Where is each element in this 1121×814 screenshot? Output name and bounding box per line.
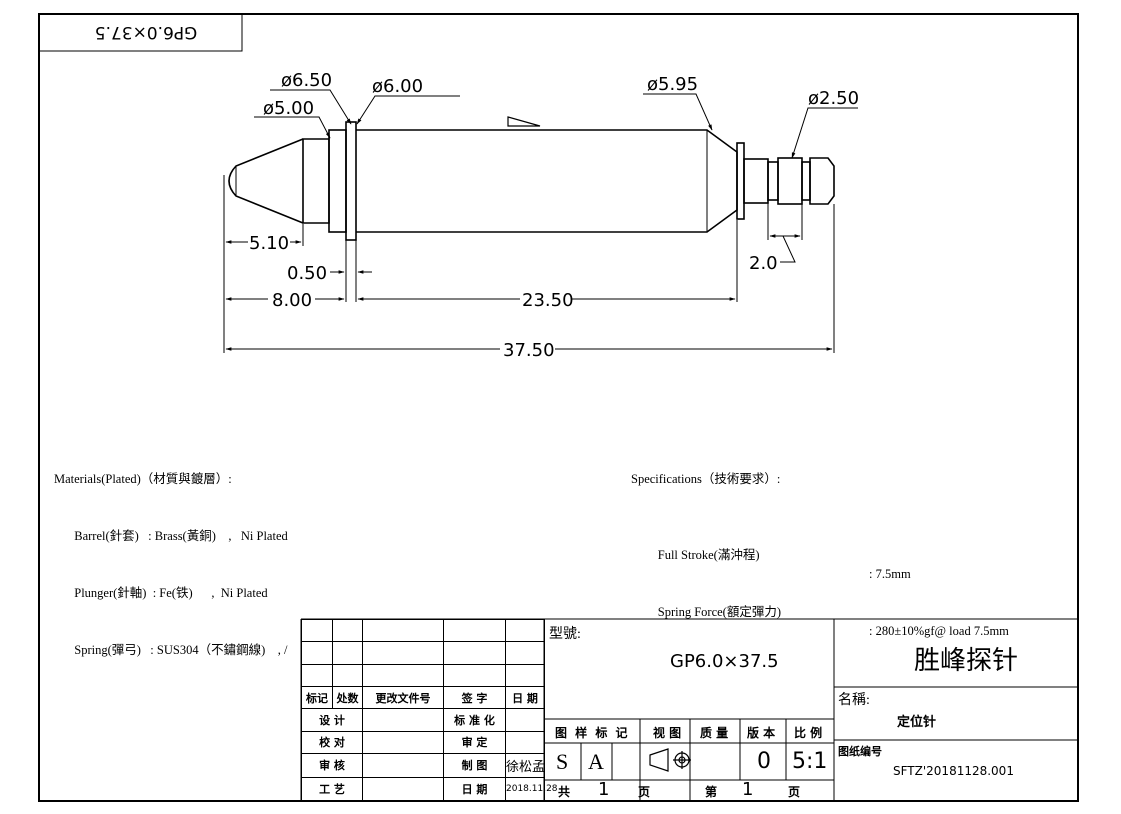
materials-barrel: Barrel(針套) : Brass(黃銅) , Ni Plated bbox=[68, 529, 288, 543]
dim-dia-500: ø5.00 bbox=[263, 98, 314, 119]
label-process: 工 艺 bbox=[301, 776, 363, 802]
header-sample-mark: 图 样 标 记 bbox=[555, 726, 630, 740]
total-label: 共 bbox=[558, 785, 571, 799]
spec-force-value: : 280±10%gf@ load 7.5mm bbox=[869, 624, 1009, 638]
scale-value: 5:1 bbox=[792, 749, 828, 774]
dim-dia-250: ø2.50 bbox=[808, 88, 859, 109]
dim-len-2350: 23.50 bbox=[522, 290, 574, 311]
projection-symbol-icon bbox=[649, 748, 691, 772]
rev-header-date: 日 期 bbox=[505, 686, 545, 710]
drawing-date: 2018.11.28 bbox=[505, 776, 558, 802]
materials-plunger: Plunger(針軸) : Fe(铁) , Ni Plated bbox=[68, 586, 268, 600]
dimension-labels: ø6.50 ø5.00 ø6.00 ø5.95 ø2.50 5.10 0.50 … bbox=[249, 70, 859, 361]
label-design: 设 计 bbox=[301, 708, 363, 732]
spec-stroke-label: Full Stroke(滿沖程) bbox=[651, 548, 760, 562]
label-draw: 制 图 bbox=[443, 753, 506, 778]
label-date: 日 期 bbox=[443, 776, 506, 802]
total-sheets: 1 bbox=[598, 779, 610, 800]
sheet-unit: 页 bbox=[788, 785, 801, 799]
revision-table: 标记 处数 更改文件号 签 字 日 期 设 计 标 准 化 校 对 审 定 审 … bbox=[301, 618, 558, 802]
dim-len-800: 8.00 bbox=[272, 290, 312, 311]
materials-spring: Spring(彈弓) : SUS304（不鏽鋼線) , / bbox=[68, 643, 288, 657]
specs-heading: Specifications（技術要求）: bbox=[631, 472, 781, 486]
dim-dia-600: ø6.00 bbox=[372, 76, 423, 97]
label-standard: 标 准 化 bbox=[443, 708, 506, 732]
rev-header-sign: 签 字 bbox=[443, 686, 506, 710]
model-number: GP6.0×37.5 bbox=[670, 651, 779, 672]
title-block-right-grid bbox=[580, 719, 787, 801]
sheet-label: 第 bbox=[705, 785, 718, 799]
product-title: 胜峰探针 bbox=[914, 646, 1019, 676]
header-version: 版 本 bbox=[747, 726, 776, 740]
specifications-notes: Specifications（技術要求）: Full Stroke(滿沖程) :… bbox=[631, 432, 1009, 638]
dim-dia-650: ø6.50 bbox=[281, 70, 332, 91]
drawer-name: 徐松孟 bbox=[505, 753, 545, 778]
sheet-border bbox=[38, 13, 1079, 802]
dim-len-20: 2.0 bbox=[749, 253, 778, 274]
name-label: 名稱: bbox=[838, 693, 870, 708]
materials-heading: Materials(Plated)（材質與鍍層）: bbox=[54, 472, 232, 486]
dim-dia-595: ø5.95 bbox=[647, 74, 698, 95]
header-scale: 比 例 bbox=[794, 726, 823, 740]
sample-mark-s: S bbox=[556, 749, 569, 774]
drawing-number: SFTZ'20181128.001 bbox=[893, 764, 1014, 778]
part-name: 定位针 bbox=[897, 715, 937, 730]
label-check: 校 对 bbox=[301, 730, 363, 755]
dim-len-050: 0.50 bbox=[287, 263, 327, 284]
drawing-number-label: 图纸编号 bbox=[838, 745, 882, 758]
model-label: 型號: bbox=[549, 627, 581, 642]
sheet-number: 1 bbox=[742, 779, 754, 800]
spec-force-label: Spring Force(額定彈力) bbox=[651, 605, 781, 619]
total-unit: 页 bbox=[638, 785, 651, 799]
rev-header-count: 处数 bbox=[332, 686, 363, 710]
probe-pin-outline bbox=[228, 116, 835, 241]
sample-mark-a: A bbox=[588, 749, 604, 774]
label-review: 审 核 bbox=[301, 753, 363, 778]
materials-notes: Materials(Plated)（材質與鍍層）: Barrel(針套) : B… bbox=[54, 432, 288, 679]
header-view: 视 图 bbox=[653, 726, 682, 740]
dimension-lines bbox=[223, 89, 858, 353]
spec-stroke-value: : 7.5mm bbox=[869, 567, 911, 581]
stamp-box bbox=[38, 13, 243, 52]
version-value: 0 bbox=[757, 749, 771, 774]
rev-header-doc: 更改文件号 bbox=[362, 686, 444, 710]
label-approve: 审 定 bbox=[443, 730, 506, 755]
dim-len-510: 5.10 bbox=[249, 233, 289, 254]
header-mass: 质 量 bbox=[700, 726, 729, 740]
rev-header-mark: 标记 bbox=[301, 686, 333, 710]
dim-len-3750: 37.50 bbox=[503, 340, 555, 361]
stamp-text: GP6.0×37.5 bbox=[95, 22, 198, 42]
